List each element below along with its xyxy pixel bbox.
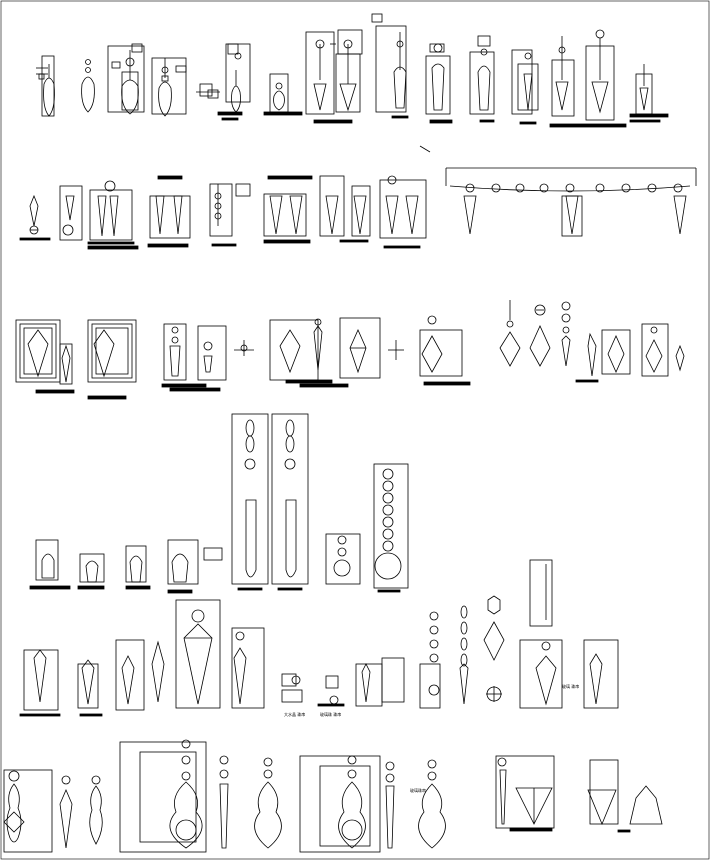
teardrop-pendant-4 [151, 57, 187, 117]
long-pendant-7 [549, 36, 627, 128]
row-2-pendants [19, 145, 697, 250]
icicle-pendant-6 [263, 175, 313, 244]
bead-chain-pendant-2 [373, 463, 409, 593]
almond-pendant-2 [59, 343, 73, 385]
baroque-pendant-2 [59, 775, 73, 849]
cone-pendant-2 [587, 759, 663, 833]
bell-pendant-4 [167, 539, 223, 594]
diamond-pendant-1 [269, 319, 333, 384]
row-6-pendants: 玻璃珠串 [3, 739, 663, 853]
star-pendant-3 [561, 301, 571, 367]
almond-pendant-nested-frames [15, 319, 75, 394]
faceted-drop-7: 玻璃 珠串 [519, 639, 579, 709]
annotation-2: 玻璃珠 珠串 [320, 711, 341, 717]
drop-pendant-small-3 [641, 323, 669, 377]
baroque-pendant-3 [89, 775, 103, 845]
star-pendant-2 [529, 304, 551, 367]
teardrop-pendant-3 [107, 43, 145, 115]
diamond-pendant-4 [419, 315, 471, 386]
icicle-pendant-3 [87, 180, 139, 250]
small-hook-1 [234, 340, 254, 356]
annotation-1: 大水晶 珠串 [284, 711, 305, 717]
baroque-pendant-9: 玻璃珠串 [410, 759, 446, 849]
bead-garland-with-pendants [445, 167, 697, 237]
bell-pendant-3 [125, 545, 151, 590]
faceted-drop-2 [77, 659, 103, 717]
long-pendant-2 [335, 13, 383, 113]
almond-pendant-3 [87, 319, 137, 400]
long-pendant-4 [425, 43, 453, 124]
long-pendant-8 [585, 29, 615, 121]
faceted-drop-5 [231, 627, 265, 709]
bead-strand-1 [529, 559, 553, 627]
octagon-star-pendant [483, 595, 505, 702]
baroque-pendant-4 [119, 739, 207, 853]
long-pendant-6 [511, 49, 539, 125]
baroque-pendant-8 [385, 761, 395, 849]
baroque-pendant-5 [219, 755, 229, 849]
long-pendant-5 [469, 35, 495, 123]
annotation-3: 玻璃 珠串 [562, 683, 579, 689]
chained-pendant-1 [161, 323, 207, 388]
icicle-pendant-2 [59, 185, 83, 241]
icicle-pendant-7 [319, 175, 371, 243]
diamond-pendant-3 [299, 317, 381, 388]
icicle-pendant-1 [19, 194, 51, 241]
long-pendant-1 [305, 31, 353, 124]
drop-pendant-small-4 [675, 344, 685, 372]
long-pendant-9 [629, 64, 669, 123]
annotation-4: 玻璃珠串 [410, 787, 426, 793]
tall-chain-pendant-1 [231, 413, 269, 591]
icicle-pendant-8 [379, 145, 431, 249]
faceted-drop-1 [19, 649, 61, 717]
bead-strand-3 [459, 605, 469, 705]
faceted-drop-6 [355, 657, 405, 707]
icicle-pendant-4 [147, 175, 191, 248]
bead-strand-2 [419, 611, 441, 709]
diamond-pendant-2 [313, 318, 323, 371]
bell-pendant-2 [77, 553, 105, 590]
star-pendant-1 [499, 300, 521, 367]
baroque-pendant-6 [254, 757, 282, 849]
small-bracket-parts: 大水晶 珠串 玻璃珠 珠串 [281, 673, 345, 717]
icicle-pendant-5 [209, 183, 251, 247]
teardrop-pendant-1 [36, 55, 55, 117]
drop-pendant-small-2 [601, 329, 631, 375]
small-hook-2 [388, 340, 404, 360]
faceted-drop-3 [115, 639, 165, 711]
cone-pendant-1 [495, 755, 555, 832]
small-bracket-1 [196, 83, 220, 99]
drop-pendant-small-1 [575, 332, 599, 383]
tall-chain-pendant-2 [271, 413, 309, 591]
row-4-pendants [29, 413, 553, 627]
faceted-drop-8 [583, 639, 619, 709]
bell-pendant-1 [29, 539, 71, 590]
long-pendant-3 [375, 25, 409, 119]
faceted-drop-4 [175, 599, 221, 709]
baroque-pendant-7 [299, 755, 381, 853]
baroque-pendant-1 [3, 769, 53, 853]
row-1-pendants [36, 13, 669, 128]
teardrop-pendant-5 [217, 43, 251, 121]
row-5-pendants: 大水晶 珠串 玻璃珠 珠串 玻璃 珠串 [19, 595, 619, 717]
teardrop-pendant-6 [263, 73, 303, 116]
chained-pendant-2 [169, 325, 227, 392]
bead-chain-pendant-1 [325, 533, 361, 585]
teardrop-pendant-2 [81, 59, 95, 113]
row-3-pendants [15, 300, 685, 400]
